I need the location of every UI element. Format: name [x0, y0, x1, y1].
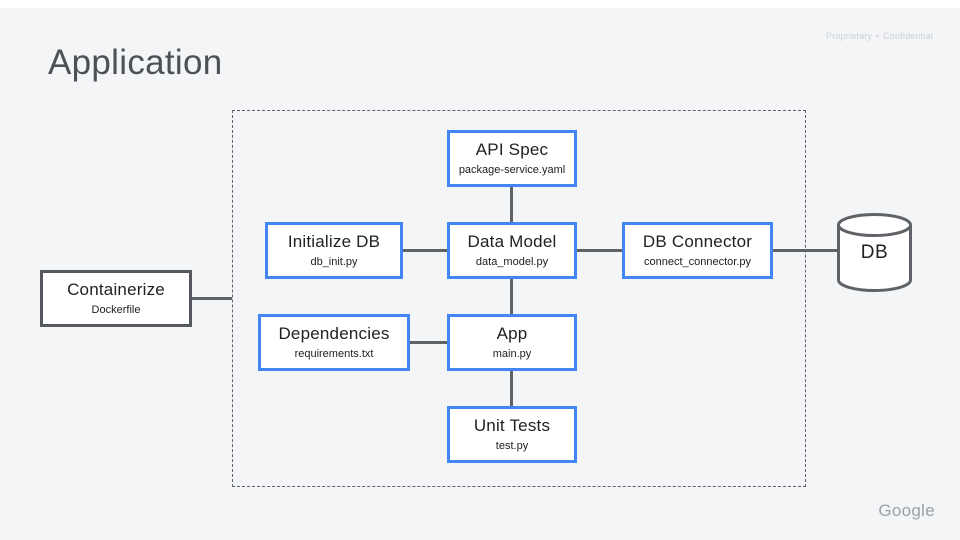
- node-file: package-service.yaml: [458, 164, 566, 176]
- connector-app-unittests: [510, 371, 513, 406]
- node-app: App main.py: [447, 314, 577, 371]
- node-title: Dependencies: [278, 324, 390, 343]
- node-file: test.py: [495, 440, 529, 452]
- node-title: Initialize DB: [287, 232, 381, 251]
- node-initialize-db: Initialize DB db_init.py: [265, 222, 403, 279]
- node-file: Dockerfile: [91, 304, 141, 316]
- node-file: requirements.txt: [294, 348, 374, 360]
- node-title: DB Connector: [642, 232, 753, 251]
- node-title: Data Model: [467, 232, 557, 251]
- connector-apispec-datamodel: [510, 187, 513, 222]
- node-file: main.py: [492, 348, 532, 360]
- connector-containerize-boundary: [192, 297, 232, 300]
- node-db: DB: [837, 212, 912, 292]
- node-title: API Spec: [475, 140, 549, 159]
- node-file: db_init.py: [310, 256, 358, 268]
- page-title: Application: [48, 43, 223, 82]
- node-containerize: Containerize Dockerfile: [40, 270, 192, 327]
- connector-datamodel-app: [510, 279, 513, 314]
- node-api-spec: API Spec package-service.yaml: [447, 130, 577, 187]
- node-title: Unit Tests: [473, 416, 551, 435]
- node-data-model: Data Model data_model.py: [447, 222, 577, 279]
- database-cylinder-icon: [837, 212, 912, 292]
- node-title: DB: [860, 242, 889, 263]
- connector-initializedb-datamodel: [403, 249, 447, 252]
- node-title: App: [496, 324, 528, 343]
- application-boundary: [232, 110, 806, 487]
- node-dependencies: Dependencies requirements.txt: [258, 314, 410, 371]
- connector-datamodel-dbconnector: [577, 249, 622, 252]
- confidential-watermark: Proprietary + Confidential: [825, 31, 933, 41]
- node-file: data_model.py: [475, 256, 549, 268]
- google-logo: Google: [878, 501, 935, 520]
- connector-dependencies-app: [410, 341, 447, 344]
- node-unit-tests: Unit Tests test.py: [447, 406, 577, 463]
- node-file: connect_connector.py: [643, 256, 752, 268]
- connector-dbconnector-db: [773, 249, 837, 252]
- node-title: Containerize: [67, 280, 165, 299]
- slide-top-edge: [0, 0, 960, 8]
- node-db-connector: DB Connector connect_connector.py: [622, 222, 773, 279]
